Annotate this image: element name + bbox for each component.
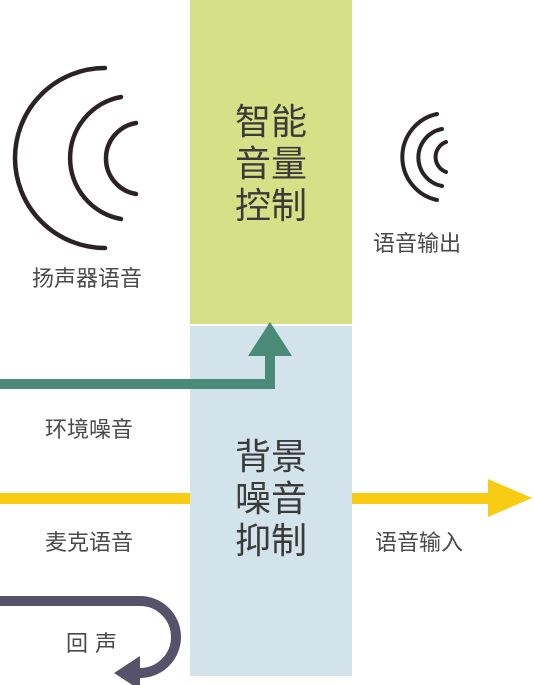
echo-arrow [0, 596, 181, 685]
mic-voice-label: 麦克语音 [45, 531, 134, 556]
noise-suppression-line-2: 噪音 [234, 479, 307, 520]
echo-label: 回 声 [66, 632, 117, 657]
noise-suppression-line-3: 抑制 [234, 521, 307, 562]
volume-control-title: 智能 音量 控制 [190, 102, 352, 228]
speaker-sound-wave-icon [12, 65, 139, 251]
voice-output-label: 语音输出 [373, 232, 462, 257]
ambient-noise-label: 环境噪音 [45, 418, 134, 443]
mic-voice-arrow [0, 479, 532, 517]
volume-control-line-1: 智能 [234, 102, 307, 143]
output-sound-wave-icon [400, 112, 448, 202]
noise-suppression-line-1: 背景 [234, 437, 307, 478]
volume-control-line-3: 控制 [234, 186, 307, 227]
noise-suppression-title: 背景 噪音 抑制 [190, 437, 352, 563]
voice-input-label: 语音输入 [375, 531, 464, 556]
volume-control-line-2: 音量 [234, 144, 307, 185]
speaker-voice-label: 扬声器语音 [32, 267, 143, 292]
ambient-noise-arrow [0, 322, 292, 389]
volume-control-block: 智能 音量 控制 [190, 0, 352, 324]
